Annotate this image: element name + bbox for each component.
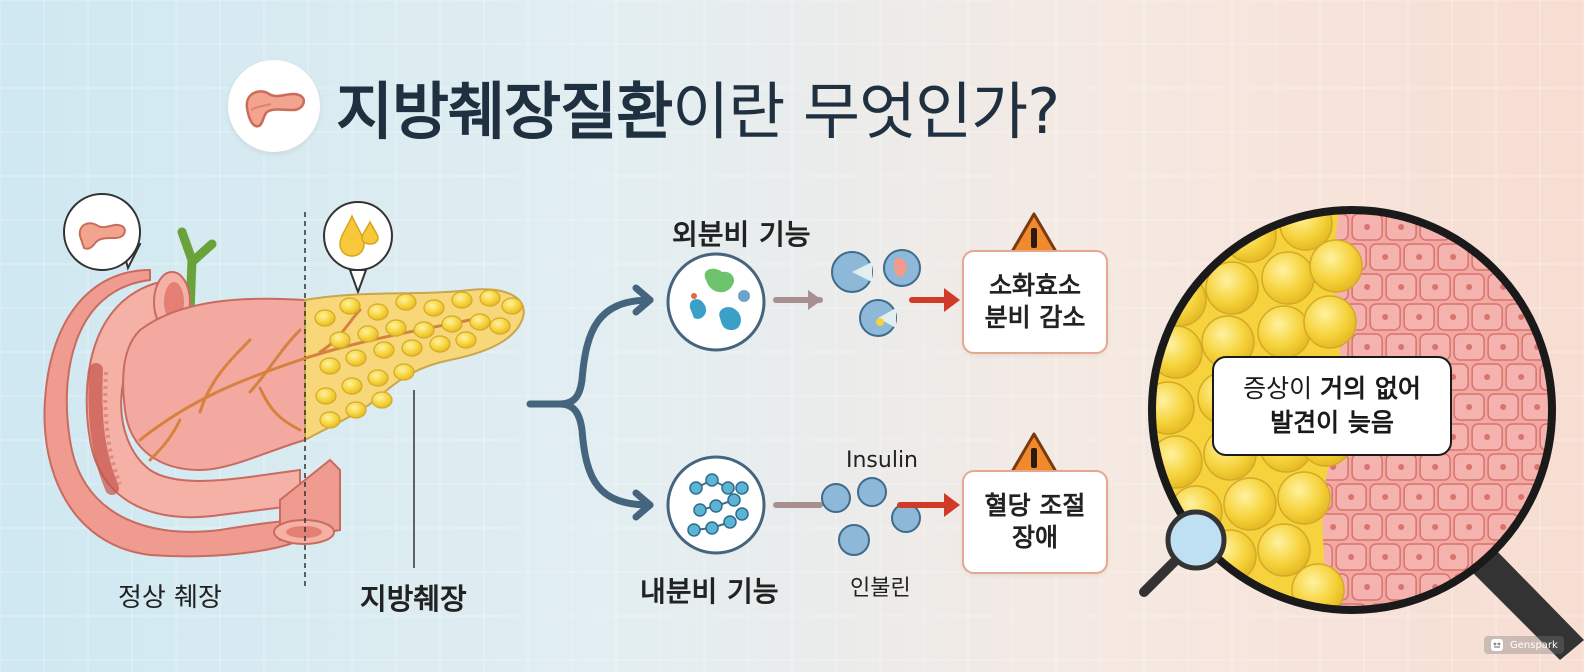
page-title: 지방췌장질환이란 무엇인가? xyxy=(336,61,1060,151)
watermark: Genspark xyxy=(1484,636,1564,654)
pancreas-icon xyxy=(228,60,320,152)
title-row: 지방췌장질환이란 무엇인가? xyxy=(228,58,1060,154)
exocrine-cell-circle xyxy=(666,252,766,352)
insulin-en-label: Insulin xyxy=(846,448,919,473)
normal-pancreas-label: 정상 췌장 xyxy=(118,583,222,613)
endocrine-label: 내분비 기능 xyxy=(640,575,779,608)
box-line: 혈당 조절 xyxy=(984,490,1086,520)
symptom-callout: 증상이 거의 없어 발견이 늦음 xyxy=(1212,356,1452,456)
normal-pancreas-bubble xyxy=(63,193,142,271)
enzyme-decrease-box: 소화효소 분비 감소 xyxy=(962,250,1108,354)
insulin-ko-label: 인불린 xyxy=(850,576,911,601)
genspark-logo-icon xyxy=(1491,639,1503,651)
exocrine-label: 외분비 기능 xyxy=(672,218,811,251)
callout-regular: 증상이 xyxy=(1243,374,1321,404)
title-regular: 이란 무엇인가? xyxy=(672,75,1060,148)
watermark-text: Genspark xyxy=(1510,639,1558,651)
insulin-molecules xyxy=(821,477,921,556)
box-line: 장애 xyxy=(1011,523,1058,552)
box-line: 분비 감소 xyxy=(984,303,1086,332)
fatty-pancreas-label: 지방췌장 xyxy=(360,582,467,616)
title-bold: 지방췌장질환 xyxy=(336,75,673,148)
callout-line-2: 발견이 늦음 xyxy=(1270,408,1394,437)
enzyme-icons xyxy=(831,249,921,337)
callout-bold: 거의 없어 xyxy=(1320,374,1421,404)
endocrine-cell-circle xyxy=(666,455,766,555)
box-line: 소화효소 xyxy=(988,270,1081,300)
callout-line-1: 증상이 거의 없어 xyxy=(1243,372,1421,406)
oil-drop-icon xyxy=(323,201,393,295)
glucose-control-box: 혈당 조절 장애 xyxy=(962,470,1108,574)
